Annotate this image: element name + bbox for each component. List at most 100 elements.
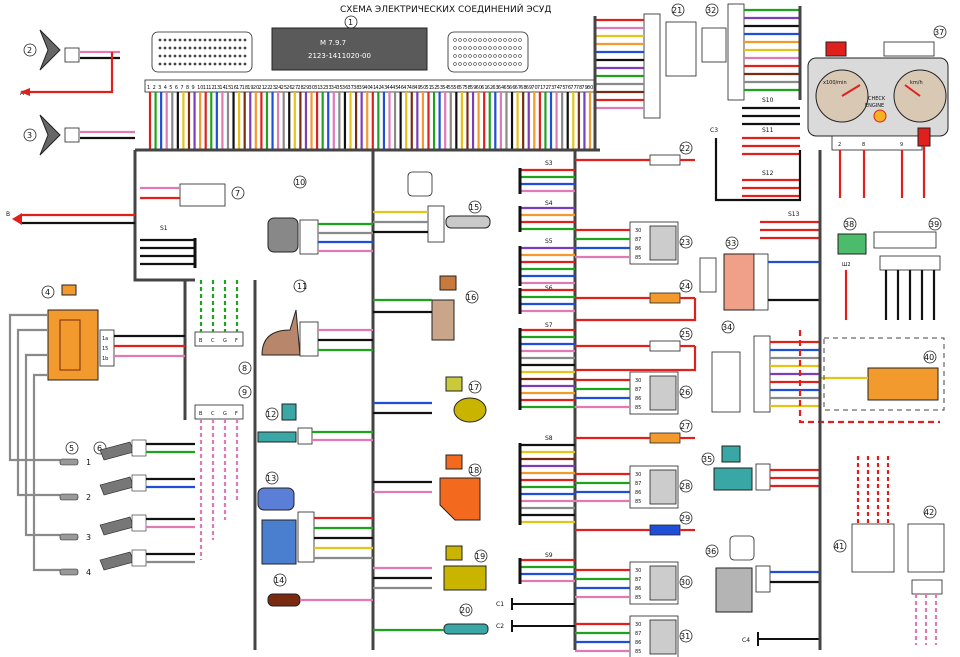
arrow-A xyxy=(20,88,30,96)
component-4-marker xyxy=(41,285,55,299)
ecu-pin-hole xyxy=(208,62,212,66)
bus-left xyxy=(133,150,195,282)
ecu-pin-hole xyxy=(473,38,477,42)
component-35-body xyxy=(713,467,753,491)
component-7-body xyxy=(179,183,226,207)
conn-upper-B: B xyxy=(199,338,203,344)
ecu-pin-hole xyxy=(458,38,462,42)
component-17-body xyxy=(453,397,487,423)
ecu-pin-hole xyxy=(468,62,472,66)
component-12-plug-top xyxy=(281,403,297,421)
wires-from-connector-lower xyxy=(199,419,239,560)
ecu-pin-number: 31 xyxy=(314,85,320,91)
ecu-pin-hole xyxy=(473,46,477,50)
ecu-pin-number: 69 xyxy=(526,85,532,91)
ecu-pin-hole xyxy=(223,54,227,58)
ground-C4-label: C4 xyxy=(742,637,750,644)
relay-pin: 30 xyxy=(635,228,641,234)
component-21-marker xyxy=(671,3,685,17)
fuse-loop xyxy=(575,298,697,322)
arrow-B xyxy=(12,213,22,225)
ht-lead-4 xyxy=(32,373,60,572)
harness-left-wires xyxy=(593,16,644,120)
wires-41 xyxy=(856,456,890,524)
ecu-pin-number: 41 xyxy=(370,85,376,91)
ecu-pin-hole xyxy=(483,38,487,42)
cylinder-number: 1 xyxy=(86,458,91,467)
coil-winding xyxy=(59,319,81,371)
ecu-pin-hole xyxy=(163,62,167,66)
ecu-pin-hole xyxy=(188,62,192,66)
splice-S10-label: S10 xyxy=(762,97,774,104)
component-7-label: 7 xyxy=(235,189,240,198)
diagram-title: СХЕМА ЭЛЕКТРИЧЕСКИХ СОЕДИНЕНИЙ ЭСУД xyxy=(340,3,551,15)
ecu-pin-hole xyxy=(238,54,242,58)
component-42-connector xyxy=(911,579,943,595)
component-20-label: 20 xyxy=(460,606,470,615)
cluster-fuse xyxy=(917,127,931,147)
component-12-body xyxy=(257,431,297,443)
ecu-pin-number: 13 xyxy=(214,85,220,91)
component-21-label: 21 xyxy=(672,6,682,15)
splice-label: S7 xyxy=(545,322,553,329)
component-7: 7 xyxy=(140,183,245,207)
speedo-label: km/h xyxy=(910,80,923,86)
component-6-label: 6 xyxy=(97,444,102,453)
ecu-pin-hole xyxy=(208,38,212,42)
ecu-pin-hole xyxy=(193,54,197,58)
ecu-pin-hole xyxy=(178,46,182,50)
relay-marker xyxy=(679,479,693,493)
ecu-pin-hole xyxy=(458,46,462,50)
component-38-body xyxy=(837,233,867,255)
ecu-pin-hole xyxy=(468,54,472,58)
ecu-pin-hole xyxy=(218,54,222,58)
ecu-pin-hole xyxy=(493,54,497,58)
ecu-connector-left xyxy=(151,31,253,73)
ecu-pin-number: 71 xyxy=(537,85,543,91)
component-9-label: 9 xyxy=(242,388,247,397)
component-42: 42 xyxy=(907,505,945,645)
ecu-pin-hole xyxy=(453,46,457,50)
ecu-pin-number: 63 xyxy=(492,85,498,91)
ecu-pin-hole xyxy=(183,62,187,66)
knock-sensor-3: 3 xyxy=(23,114,135,156)
ecu-pin-number: 34 xyxy=(331,85,337,91)
ecu-pin-hole xyxy=(193,38,197,42)
ecu-pin-number: 32 xyxy=(320,85,326,91)
fuse xyxy=(649,524,681,536)
ecu-pin-hole xyxy=(468,38,472,42)
cluster-plug-red xyxy=(825,41,847,57)
spark-plug xyxy=(59,458,79,466)
relay-marker xyxy=(679,575,693,589)
ecu-pin-hole xyxy=(208,46,212,50)
cluster-pin-8: 8 xyxy=(862,142,865,148)
fuse-loop xyxy=(575,346,697,372)
fuse-marker xyxy=(679,279,693,293)
ecu-pin-number: 67 xyxy=(515,85,521,91)
component-15-connector xyxy=(427,205,445,243)
splice-S12-wires xyxy=(742,178,800,198)
ecu-connector-right xyxy=(447,31,529,73)
relay-pin: 86 xyxy=(635,490,641,496)
ground-C2 xyxy=(511,620,575,632)
relay-pin: 85 xyxy=(635,499,641,505)
component-20-marker xyxy=(459,603,473,617)
ecu-pin-hole xyxy=(223,62,227,66)
ecu-pin-hole xyxy=(183,46,187,50)
ecu-pin-hole xyxy=(213,46,217,50)
wires-to-connector-upper xyxy=(199,280,239,332)
knock-sensor-2-body xyxy=(39,29,61,71)
fuse-marker xyxy=(679,419,693,433)
component-9-marker xyxy=(238,385,252,399)
component-19-marker xyxy=(474,549,488,563)
fuse-number: 29 xyxy=(680,514,690,523)
ground-C1-label: C1 xyxy=(496,601,504,608)
coil-pin-label: 1a xyxy=(102,336,108,342)
component-10-label: 10 xyxy=(295,178,305,187)
ecu-pin-number: 55 xyxy=(448,85,454,91)
ecu-pin-number: 73 xyxy=(548,85,554,91)
instrument-cluster: 37 x100/min km/h CHECK ENGINE 2 8 9 xyxy=(807,25,949,198)
relay-body xyxy=(649,225,677,261)
